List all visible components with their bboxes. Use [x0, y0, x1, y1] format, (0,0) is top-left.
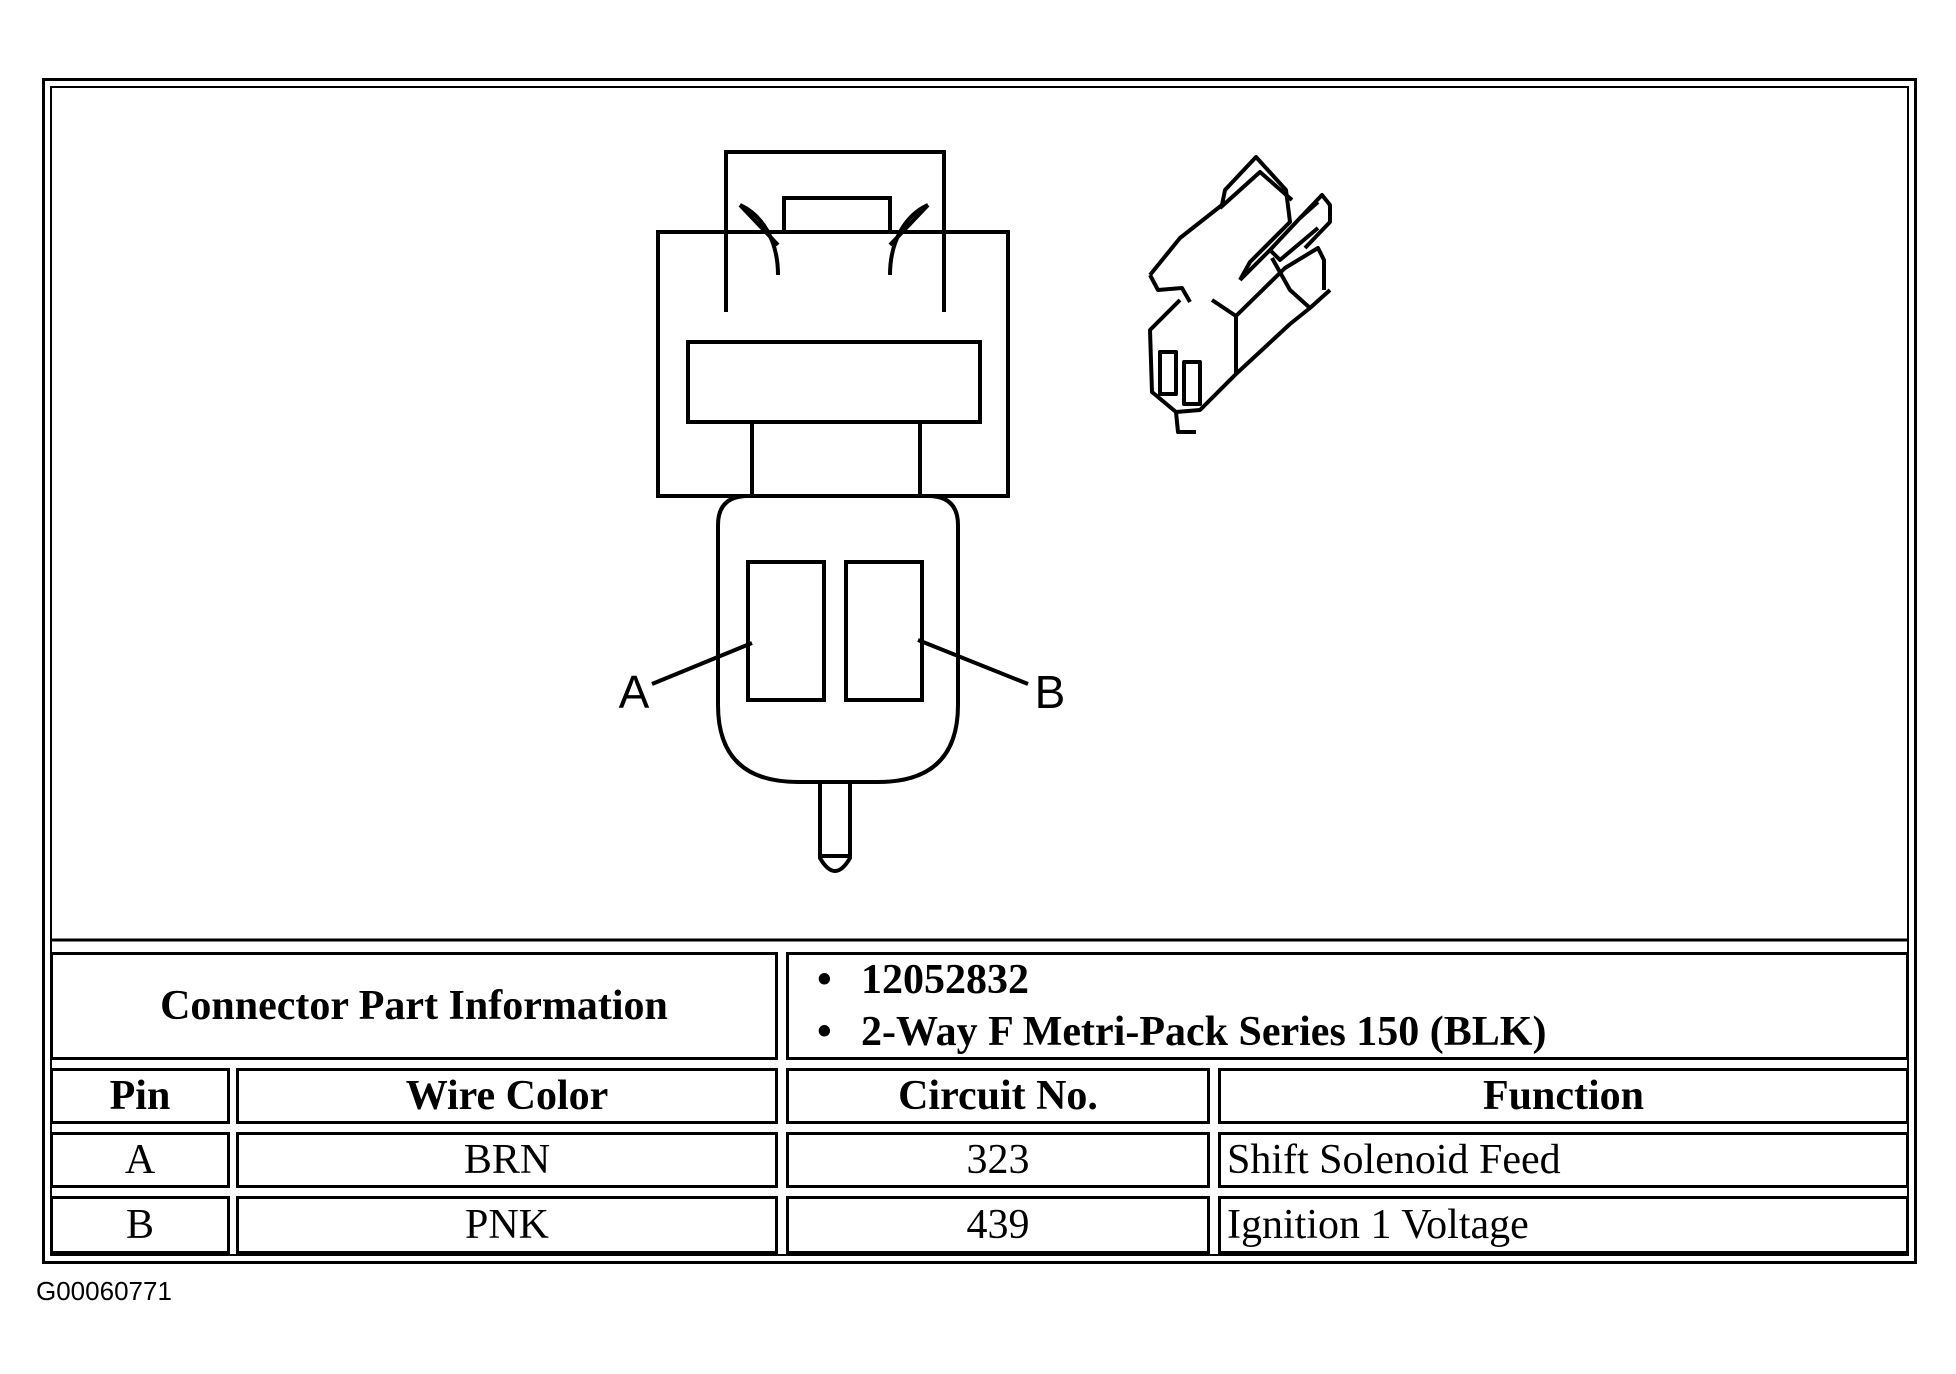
pin-label-a: A	[619, 666, 650, 718]
row-b-function: Ignition 1 Voltage	[1218, 1196, 1909, 1254]
row-a-circuit-no: 323	[786, 1132, 1210, 1188]
connector-type-item: 2-Way F Metri-Pack Series 150 (BLK)	[817, 1006, 1546, 1058]
connector-latch-tab	[782, 196, 892, 230]
part-info-label: Connector Part Information	[50, 952, 778, 1060]
inner-frame	[50, 86, 1909, 1256]
pin-label-b: B	[1035, 666, 1066, 718]
latch-slot-right-diag	[888, 203, 930, 247]
connector-latch-frame	[724, 150, 946, 312]
latch-slot-left	[739, 203, 780, 276]
latch-slot-left-diag	[738, 203, 780, 247]
header-circuit-no: Circuit No.	[786, 1068, 1210, 1124]
row-a-pin: A	[50, 1132, 230, 1188]
row-b-wire-color: PNK	[236, 1196, 778, 1254]
pin-cavity-b	[844, 560, 924, 702]
connector-face-view	[651, 150, 1029, 873]
row-a-function: Shift Solenoid Feed	[1218, 1132, 1909, 1188]
leader-line-b	[917, 638, 1029, 686]
pin-cavity-a	[746, 560, 826, 702]
connector-isometric-view	[1148, 155, 1332, 434]
part-info-list: 12052832 2-Way F Metri-Pack Series 150 (…	[786, 952, 1909, 1060]
connector-key-post	[818, 782, 852, 873]
leader-line-a	[651, 641, 753, 686]
connector-crossbar	[686, 340, 982, 424]
row-a-wire-color: BRN	[236, 1132, 778, 1188]
figure-id: G00060771	[36, 1276, 172, 1306]
outer-frame	[42, 78, 1917, 1264]
connector-terminal-body	[716, 494, 960, 784]
row-b-circuit-no: 439	[786, 1196, 1210, 1254]
connector-neck	[750, 420, 922, 498]
latch-slot-right	[888, 203, 929, 276]
row-b-pin: B	[50, 1196, 230, 1254]
header-function: Function	[1218, 1068, 1909, 1124]
part-number-item: 12052832	[817, 954, 1029, 1006]
header-pin: Pin	[50, 1068, 230, 1124]
header-wire-color: Wire Color	[236, 1068, 778, 1124]
